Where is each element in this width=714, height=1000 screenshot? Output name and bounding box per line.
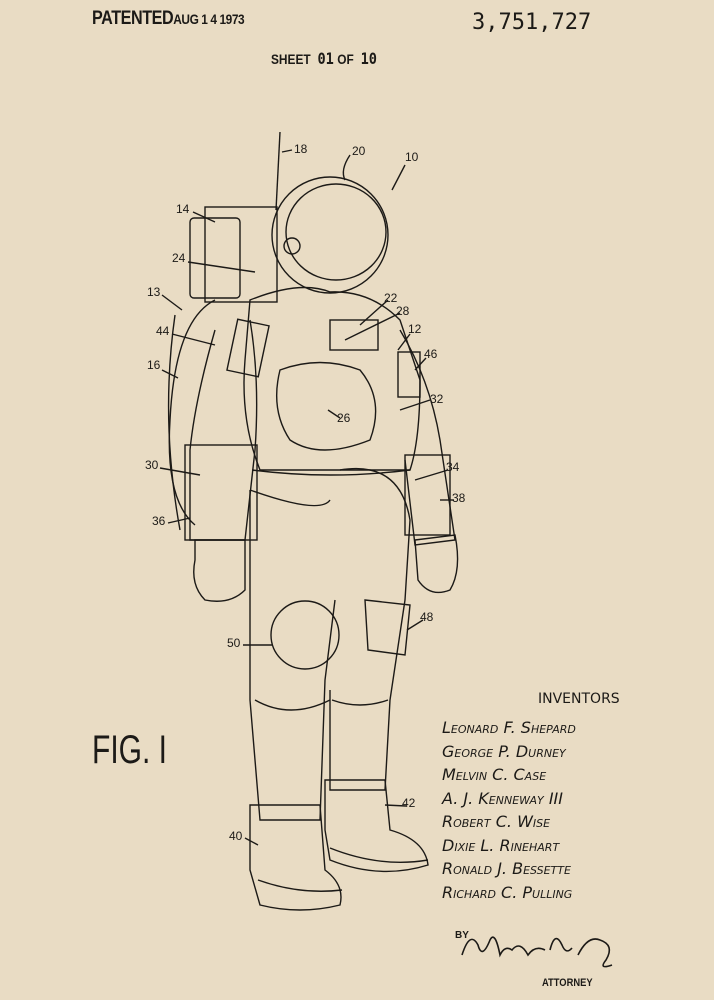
inventor-name: Ronald J. Bessette	[442, 859, 571, 878]
inventor-name: George P. Durney	[442, 741, 566, 761]
sheet-current: 01	[317, 49, 334, 68]
ref-28: 28	[396, 304, 410, 318]
ref-20: 20	[352, 144, 366, 158]
by-label: BY	[455, 930, 469, 941]
ref-14: 14	[176, 202, 190, 216]
ref-34: 34	[446, 460, 460, 474]
ref-13: 13	[147, 285, 161, 299]
inventors-heading: INVENTORS	[538, 691, 620, 707]
attorney-label: ATTORNEY	[542, 977, 593, 989]
figure-label: FIG. I	[92, 728, 167, 772]
ref-22: 22	[384, 291, 398, 305]
patented-label: PATENTED	[92, 8, 174, 29]
inventor-name: A. J. Kenneway III	[442, 788, 563, 808]
sheet-label: SHEET	[271, 51, 311, 67]
ref-38: 38	[452, 491, 466, 505]
ref-36: 36	[152, 514, 166, 528]
ref-44: 44	[156, 324, 170, 338]
inventors-list: Leonard F. Shepard George P. Durney Melv…	[442, 716, 576, 904]
ref-24: 24	[172, 251, 186, 265]
ref-18: 18	[294, 142, 308, 156]
spacesuit-figure	[159, 131, 459, 911]
attorney-signature	[461, 936, 613, 968]
reference-numerals: 18 20 10 14 24 13 22 28 44 12 46 16 32 2…	[145, 142, 466, 843]
patent-date: AUG 1 4 1973	[173, 11, 245, 27]
sheet-of: OF	[337, 51, 354, 67]
sheet-total: 10	[360, 49, 377, 68]
inventor-name: Richard C. Pulling	[442, 882, 573, 902]
patented-date: PATENTEDAUG 1 4 1973	[92, 8, 245, 30]
inventor-name: Dixie L. Rinehart	[442, 835, 560, 855]
ref-12: 12	[408, 322, 422, 336]
ref-10: 10	[405, 150, 419, 164]
ref-42: 42	[402, 796, 416, 810]
inventor-name: Melvin C. Case	[442, 765, 547, 784]
ref-32: 32	[430, 392, 444, 406]
ref-16: 16	[147, 358, 161, 372]
ref-30: 30	[145, 458, 159, 472]
ref-26: 26	[337, 411, 351, 425]
patent-number: 3,751,727	[472, 10, 592, 35]
inventor-name: Leonard F. Shepard	[442, 718, 576, 737]
inventor-name: Robert C. Wise	[442, 812, 551, 831]
ref-40: 40	[229, 829, 243, 843]
ref-50: 50	[227, 636, 241, 650]
ref-46: 46	[424, 347, 438, 361]
ref-48: 48	[420, 610, 434, 624]
